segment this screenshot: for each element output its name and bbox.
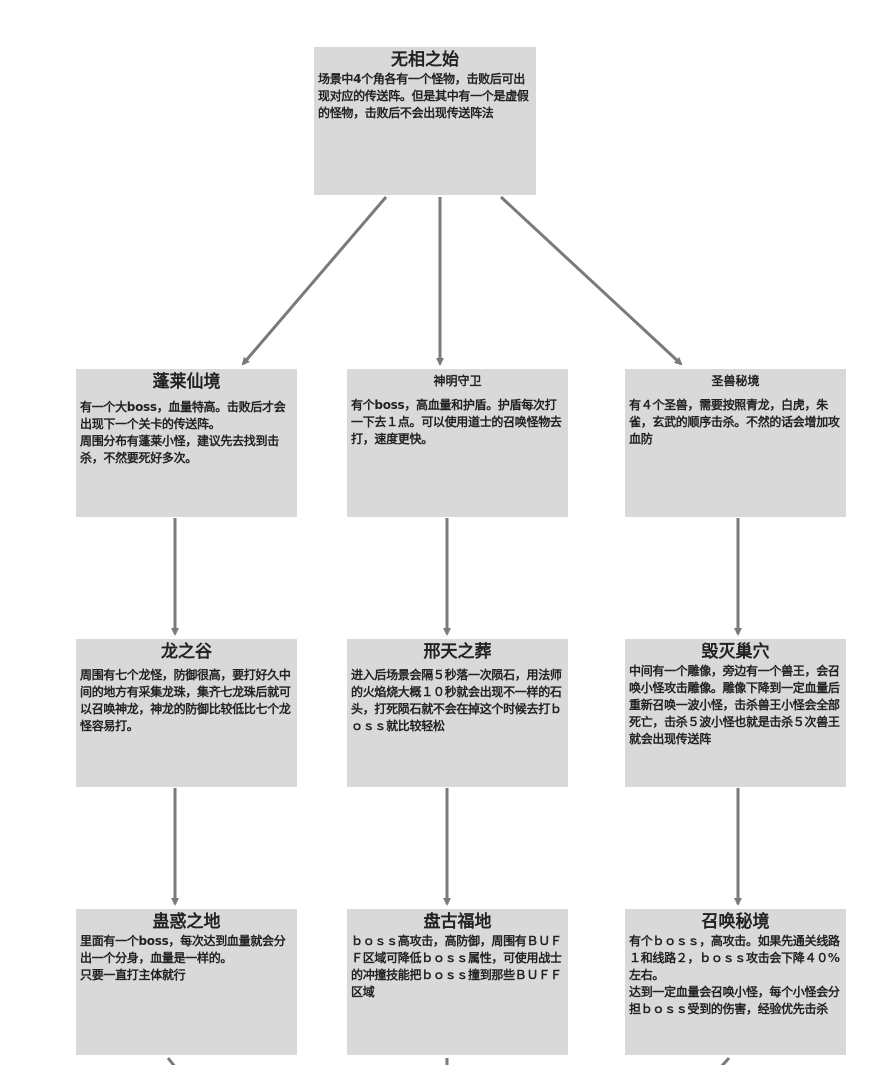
node-shengshou[interactable]: 圣兽秘境 有４个圣兽，需要按照青龙，白虎，朱雀，玄武的顺序击杀。不然的话会增加攻… <box>625 369 846 517</box>
node-text: 周围有七个龙怪，防御很高，要打好久中间的地方有采集龙珠，集齐七龙珠后就可以召唤神… <box>80 668 291 733</box>
node-xingtian[interactable]: 邢天之葬 进入后场景会隔５秒落一次陨石，用法师的火焰烧大概１０秒就会出现不一样的… <box>347 639 568 787</box>
node-title: 盘古福地 <box>423 912 492 932</box>
arrow-root-to-shengshou <box>499 195 683 366</box>
node-root[interactable]: 无相之始 场景中4个角各有一个怪物，击败后可出现对应的传送阵。但是其中有一个是虚… <box>314 47 536 195</box>
node-text: 进入后场景会隔５秒落一次陨石，用法师的火焰烧大概１０秒就会出现不一样的石头，打死… <box>351 668 562 733</box>
node-text: 场景中4个角各有一个怪物，击败后可出现对应的传送阵。但是其中有一个是虚假的怪物，… <box>318 72 529 120</box>
node-text: 有４个圣兽，需要按照青龙，白虎，朱雀，玄武的顺序击杀。不然的话会增加攻血防 <box>629 398 840 446</box>
node-title: 圣兽秘境 <box>711 374 760 388</box>
node-title: 邢天之葬 <box>423 642 492 662</box>
node-text: ｂｏｓｓ高攻击，高防御，周围有ＢＵＦＦ区域可降低ｂｏｓｓ属性，可使用战士的冲撞技… <box>351 934 562 999</box>
node-penglai[interactable]: 蓬莱仙境 有一个大boss，血量特高。击败后才会出现下一个关卡的传送阵。 周围分… <box>76 369 297 517</box>
node-title: 龙之谷 <box>161 642 212 662</box>
node-title: 无相之始 <box>391 50 459 70</box>
arrow-root-to-penglai <box>241 196 388 366</box>
node-huimie[interactable]: 毁灭巢穴 中间有一个雕像，旁边有一个兽王，会召唤小怪攻击雕像。雕像下降到一定血量… <box>625 639 846 787</box>
node-title: 毁灭巢穴 <box>701 642 770 662</box>
node-text: 有一个大boss，血量特高。击败后才会出现下一个关卡的传送阵。 周围分布有蓬莱小… <box>80 400 286 465</box>
arrow-c3-out <box>720 1056 731 1065</box>
node-text: 里面有一个boss，每次达到血量就会分出一个分身，血量是一样的。 只要一直打主体… <box>80 934 286 982</box>
node-title: 召唤秘境 <box>701 912 770 932</box>
node-shenming[interactable]: 神明守卫 有个boss，高血量和护盾。护盾每次打一下去１点。可以使用道士的召唤怪… <box>347 369 568 517</box>
arrow-c1-out <box>166 1057 176 1065</box>
node-text: 中间有一个雕像，旁边有一个兽王，会召唤小怪攻击雕像。雕像下降到一定血量后重新召唤… <box>629 664 840 746</box>
node-text: 有个ｂｏｓｓ，高攻击。如果先通关线路１和线路２，ｂｏｓｓ攻击会下降４０%左右。 … <box>629 934 840 1016</box>
node-guhuo[interactable]: 蛊惑之地 里面有一个boss，每次达到血量就会分出一个分身，血量是一样的。 只要… <box>76 909 297 1055</box>
node-zhaohuan[interactable]: 召唤秘境 有个ｂｏｓｓ，高攻击。如果先通关线路１和线路２，ｂｏｓｓ攻击会下降４０… <box>625 909 846 1055</box>
node-title: 蛊惑之地 <box>152 912 221 932</box>
node-title: 蓬莱仙境 <box>152 372 221 392</box>
node-title: 神明守卫 <box>433 374 482 388</box>
node-text: 有个boss，高血量和护盾。护盾每次打一下去１点。可以使用道士的召唤怪物去打，速… <box>351 398 562 446</box>
node-pangu[interactable]: 盘古福地 ｂｏｓｓ高攻击，高防御，周围有ＢＵＦＦ区域可降低ｂｏｓｓ属性，可使用战… <box>347 909 568 1055</box>
node-longzhigu[interactable]: 龙之谷 周围有七个龙怪，防御很高，要打好久中间的地方有采集龙珠，集齐七龙珠后就可… <box>76 639 297 787</box>
